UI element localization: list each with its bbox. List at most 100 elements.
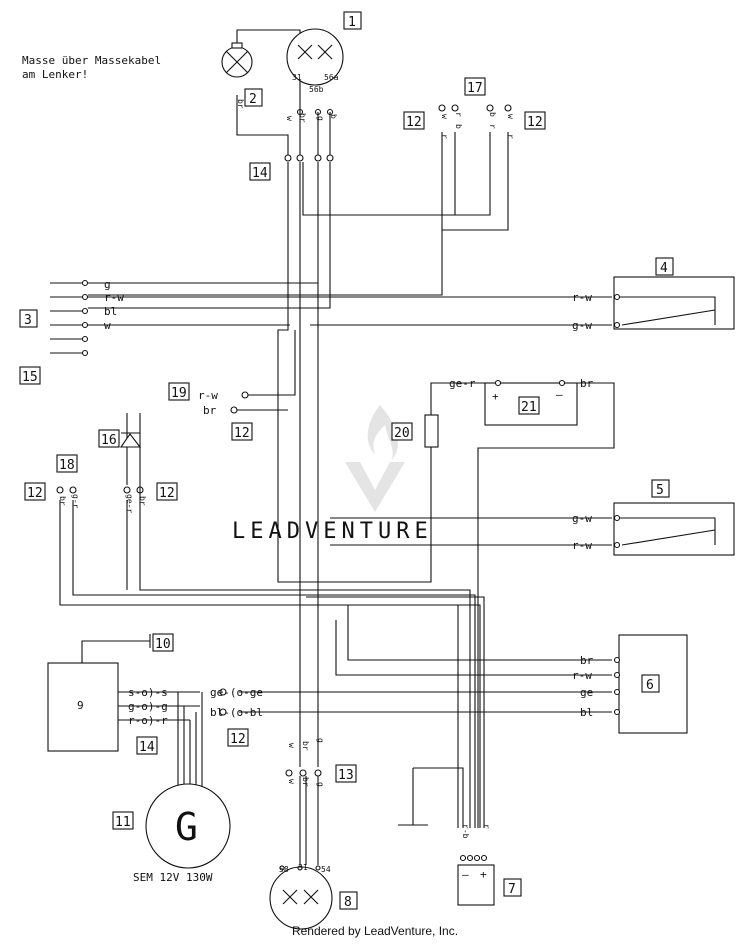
leadventure-watermark: LEADVENTURE (232, 405, 433, 544)
svg-text:g: g (316, 116, 325, 121)
svg-text:bl-(o-bl: bl-(o-bl (210, 706, 263, 719)
svg-text:16: 16 (101, 433, 117, 448)
svg-text:g: g (316, 738, 325, 743)
svg-text:56b: 56b (309, 85, 324, 94)
number-labels: 1 2 3 4 5 6 7 8 10 11 12 12 12 12 12 12 … (19, 11, 674, 910)
svg-text:r-w: r-w (572, 291, 592, 304)
svg-text:14: 14 (139, 740, 155, 755)
switch-4: r-w g-w (572, 276, 735, 332)
fuse-20 (424, 414, 439, 448)
svg-text:r-w: r-w (572, 539, 592, 552)
svg-text:1: 1 (348, 15, 356, 30)
svg-text:r: r (482, 824, 491, 829)
svg-text:r-w: r-w (104, 291, 124, 304)
svg-text:18: 18 (59, 458, 75, 473)
svg-text:b: b (329, 114, 338, 119)
svg-text:g-o)-g: g-o)-g (128, 700, 168, 713)
svg-text:11: 11 (115, 815, 131, 830)
svg-text:br: br (301, 741, 310, 751)
svg-text:13: 13 (338, 768, 354, 783)
battery-21: + – ge-r br (449, 377, 594, 426)
svg-text:r: r (440, 134, 449, 139)
svg-text:12: 12 (527, 115, 543, 130)
generator-letter: G (175, 805, 198, 849)
svg-text:br: br (58, 496, 67, 506)
svg-text:6: 6 (646, 678, 654, 693)
svg-text:br: br (203, 404, 217, 417)
svg-text:ge-r: ge-r (125, 494, 134, 513)
watermark-text: LEADVENTURE (232, 519, 433, 544)
svg-text:br: br (580, 654, 594, 667)
svg-text:r-o)-r: r-o)-r (128, 714, 168, 727)
footer-credit: Rendered by LeadVenture, Inc. (291, 924, 459, 938)
svg-text:12: 12 (406, 115, 422, 130)
svg-text:21: 21 (521, 400, 537, 415)
svg-text:7: 7 (508, 882, 516, 897)
note-line-1: Masse über Massekabel (22, 54, 161, 67)
svg-text:31: 31 (298, 863, 308, 872)
bulb-2 (221, 42, 253, 78)
generator-11: G SEM 12V 130W (133, 783, 231, 884)
svg-text:br: br (298, 113, 307, 123)
svg-text:12: 12 (159, 486, 175, 501)
svg-text:31: 31 (292, 73, 302, 82)
svg-text:g: g (104, 278, 111, 291)
svg-text:12: 12 (234, 426, 250, 441)
svg-text:g-w: g-w (572, 512, 592, 525)
svg-text:20: 20 (394, 426, 410, 441)
svg-text:4: 4 (660, 261, 668, 276)
connector-10 (118, 634, 151, 648)
svg-text:br: br (580, 377, 594, 390)
svg-text:ge: ge (580, 686, 593, 699)
taillight-8: 58 31 54 (269, 863, 333, 930)
svg-text:ge-r: ge-r (449, 377, 476, 390)
svg-text:8: 8 (344, 895, 352, 910)
connector-dots (56, 104, 512, 871)
svg-text:w: w (104, 319, 111, 332)
svg-text:5: 5 (656, 483, 664, 498)
svg-text:54: 54 (321, 865, 331, 874)
svg-text:r: r (454, 112, 463, 117)
svg-text:g-w: g-w (572, 319, 592, 332)
svg-text:56a: 56a (324, 73, 339, 82)
svg-text:r: r (506, 134, 515, 139)
regulator-9: 9 (47, 662, 119, 752)
headlight-1: 31 56b 56a (286, 28, 344, 94)
svg-text:19: 19 (171, 386, 187, 401)
svg-text:r-w: r-w (198, 389, 218, 402)
svg-text:w: w (440, 114, 449, 119)
svg-text:15: 15 (22, 370, 38, 385)
svg-text:10: 10 (155, 637, 171, 652)
note-line-2: am Lenker! (22, 68, 88, 81)
svg-text:bl: bl (580, 706, 593, 719)
svg-text:12: 12 (27, 486, 43, 501)
generator-caption: SEM 12V 130W (133, 871, 213, 884)
svg-text:3: 3 (24, 313, 32, 328)
wire-labels: br w br g b w r r b b r w r r-w br br g-… (58, 99, 515, 839)
svg-text:w: w (506, 114, 515, 119)
svg-text:r: r (488, 124, 497, 129)
svg-text:b: b (454, 124, 463, 129)
svg-text:17: 17 (467, 81, 483, 96)
svg-text:w: w (287, 779, 296, 784)
svg-text:r-b: r-b (461, 824, 470, 839)
svg-text:+: + (480, 868, 487, 881)
svg-text:9: 9 (77, 699, 84, 712)
svg-text:–: – (556, 388, 563, 401)
svg-text:2: 2 (249, 92, 257, 107)
svg-text:g: g (316, 782, 325, 787)
svg-text:bl: bl (104, 305, 117, 318)
svg-text:br: br (138, 496, 147, 506)
diode-16 (119, 413, 142, 485)
svg-text:w: w (285, 116, 294, 121)
svg-text:s-o)-s: s-o)-s (128, 686, 168, 699)
svg-text:14: 14 (252, 166, 268, 181)
svg-text:w: w (287, 743, 296, 748)
svg-text:+: + (492, 390, 499, 403)
svg-text:ge-(o-ge: ge-(o-ge (210, 686, 263, 699)
svg-text:br: br (301, 777, 310, 787)
switch-5: g-w r-w (572, 502, 735, 556)
unit-6: br r-w ge bl (572, 634, 688, 734)
svg-text:br: br (236, 99, 245, 109)
